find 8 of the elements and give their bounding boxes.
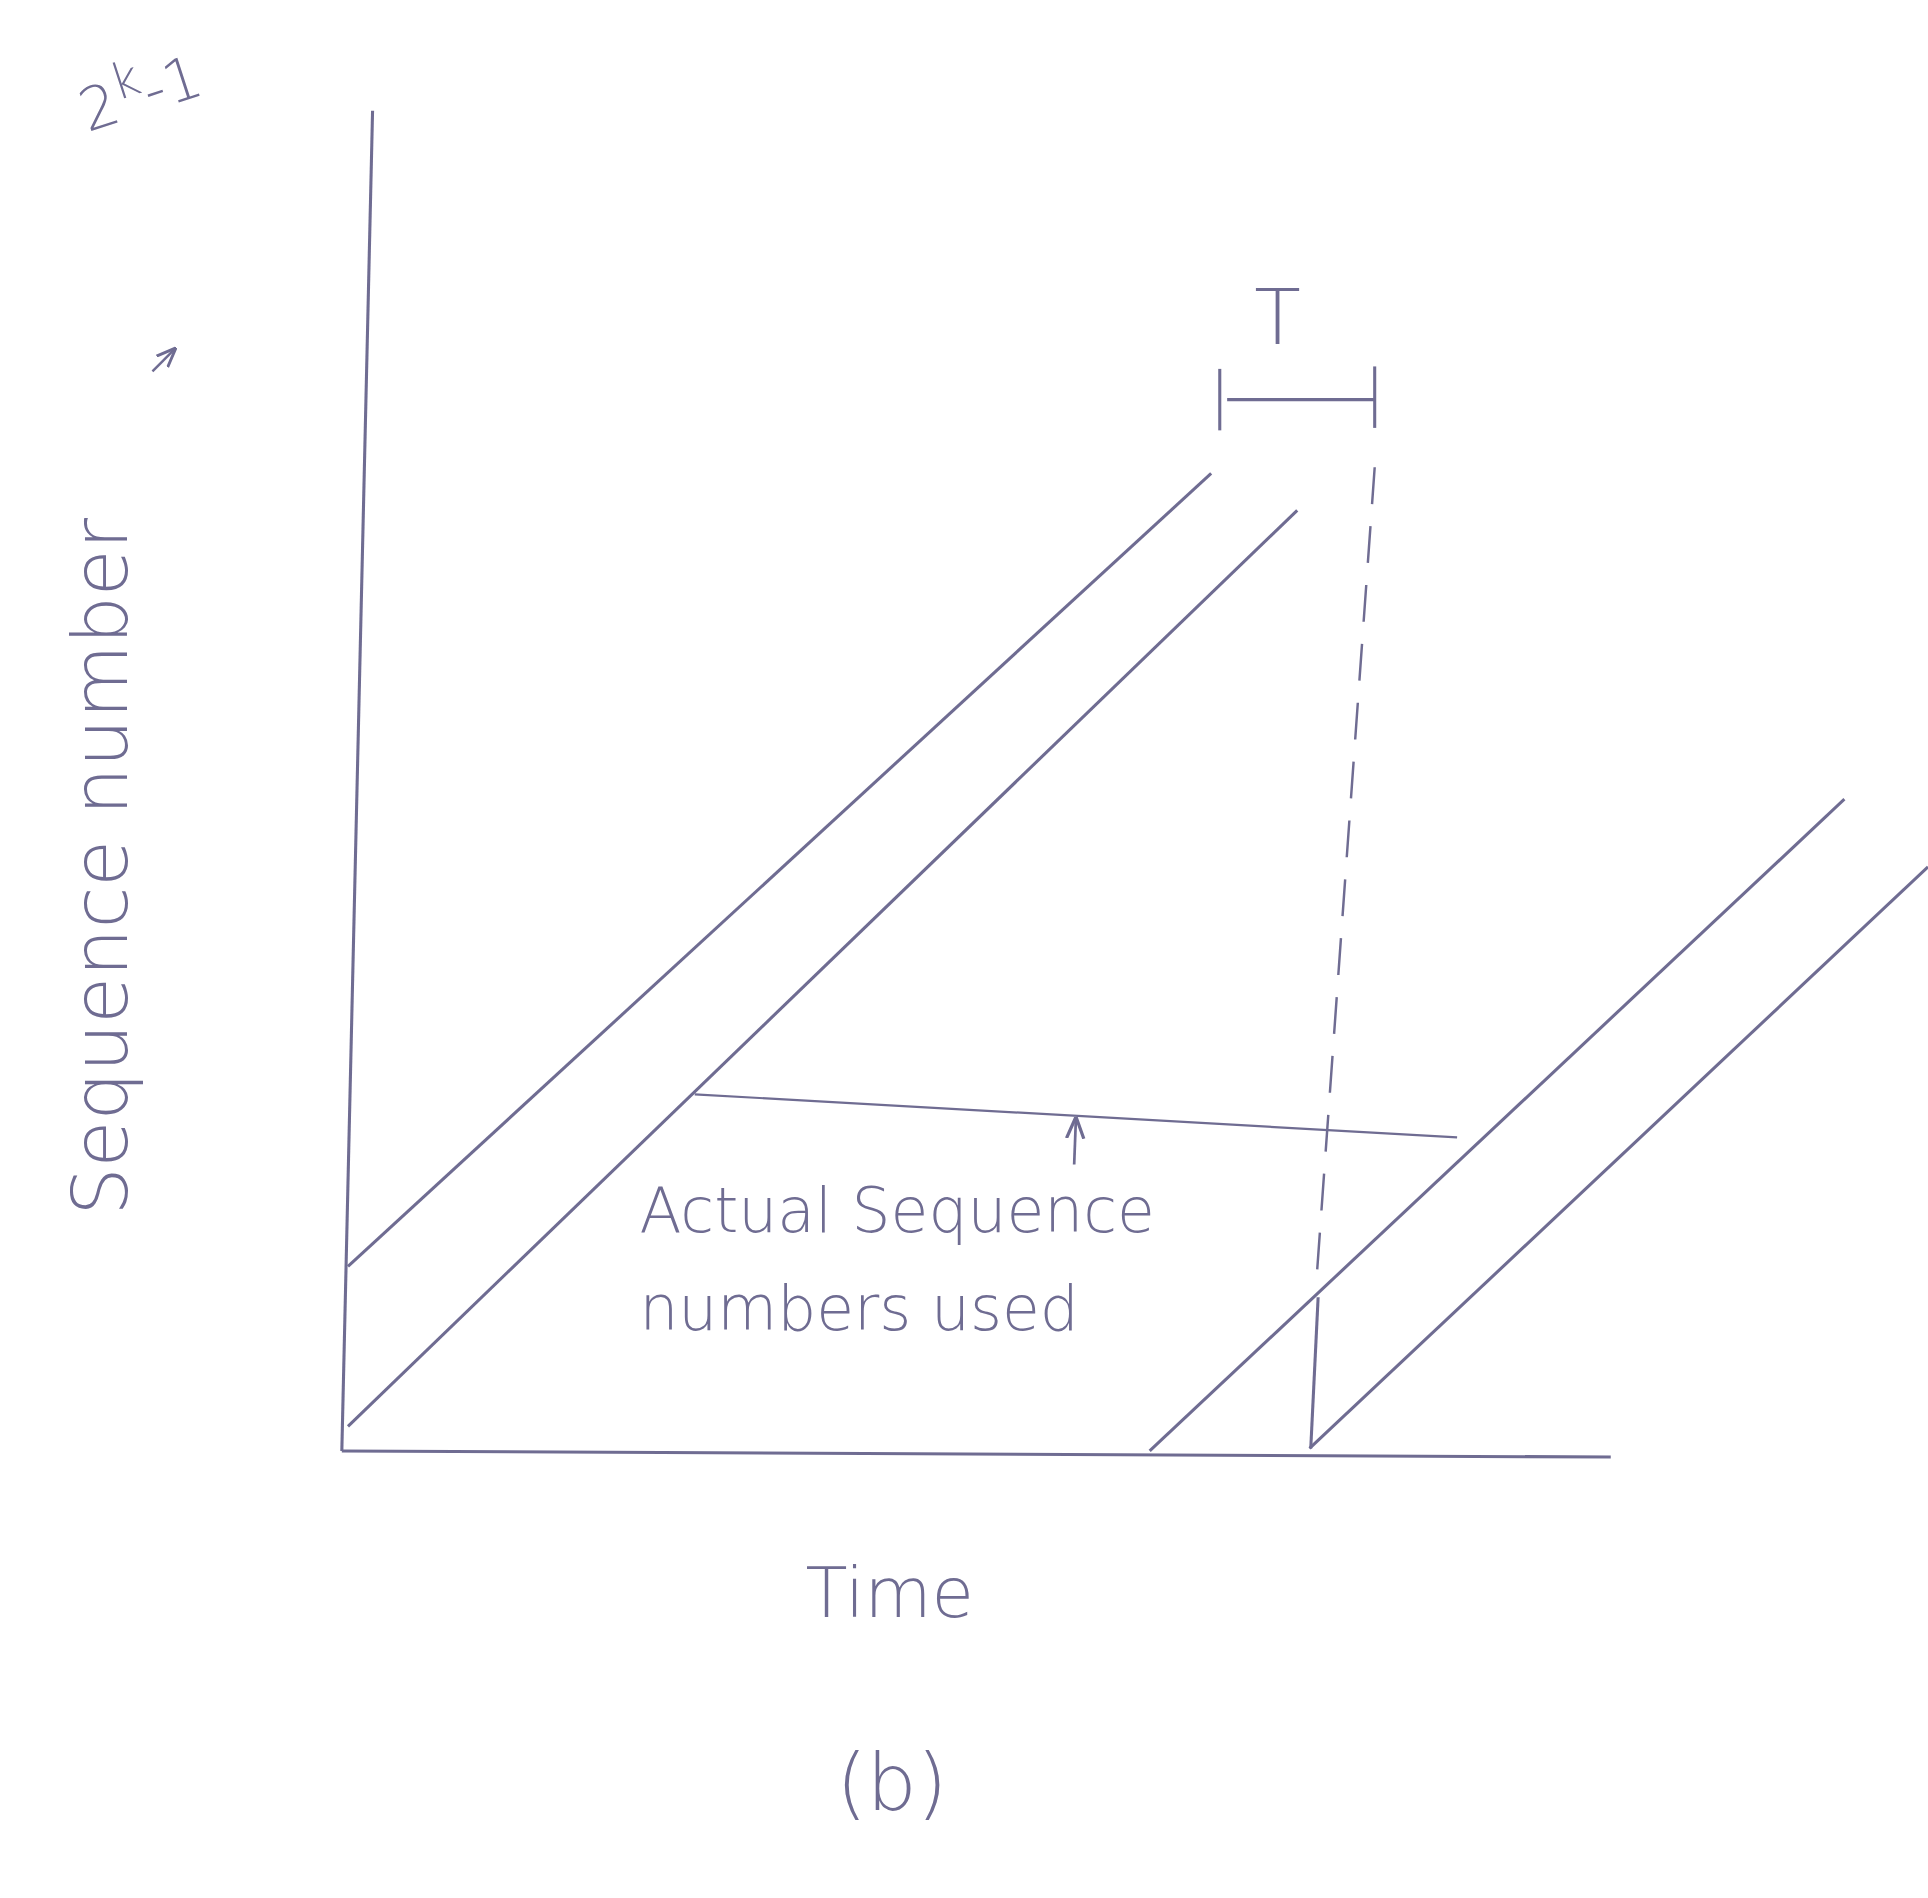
annotation-text: Actual Sequence numbers used <box>639 1161 1279 1359</box>
y-axis-label: Sequence number <box>58 517 143 1216</box>
dimension-label: T <box>1254 276 1301 361</box>
leader-line <box>1064 1115 1086 1165</box>
axis-max-label: 2$^{k}$-1 <box>69 40 210 144</box>
x-axis-label: Time <box>805 1555 974 1632</box>
range-line <box>694 1093 1458 1139</box>
figure-caption: (b) <box>836 1739 948 1827</box>
